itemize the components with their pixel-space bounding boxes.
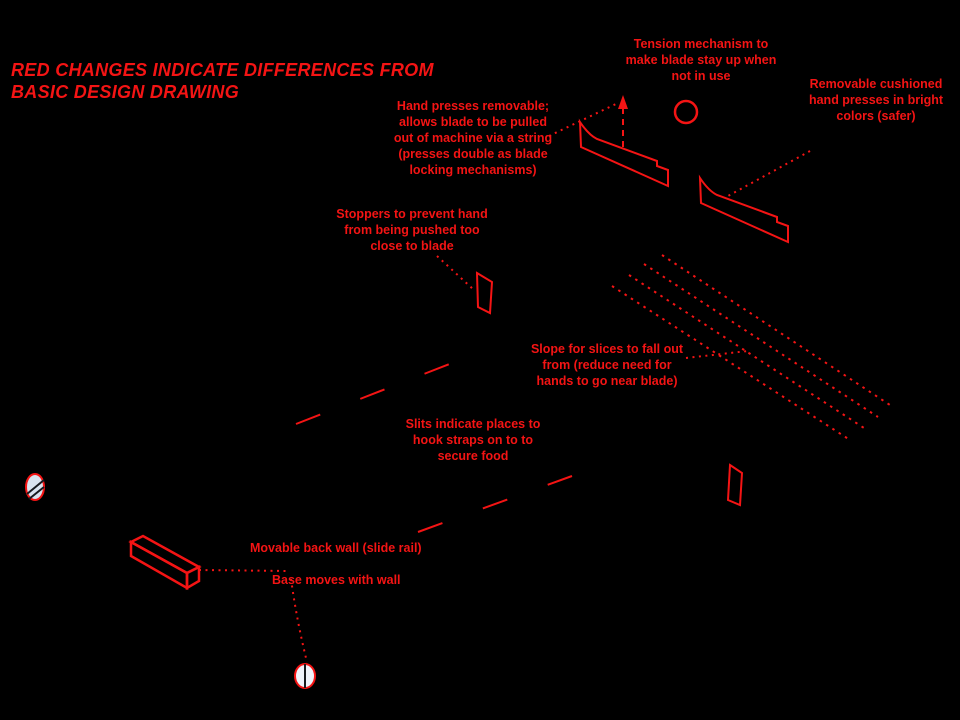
knob-stripe-2 (28, 486, 45, 500)
leader-hand-presses (548, 102, 619, 137)
leader-slope (685, 350, 749, 359)
note-movable-back-wall: Movable back wall (slide rail) (250, 541, 422, 555)
tension-mechanism-ring (673, 99, 699, 125)
knob-stripe-1 (26, 479, 45, 495)
leader-stoppers (436, 255, 475, 291)
leader-removable-presses (727, 150, 811, 197)
arrowhead-up-icon (618, 95, 628, 109)
diagram-title: RED CHANGES INDICATE DIFFERENCES FROM BA… (11, 60, 434, 102)
note-slits-hook-straps: Slits indicate places to hook straps on … (405, 417, 541, 463)
leader-back-wall (198, 569, 290, 572)
note-stoppers: Stoppers to prevent hand from being push… (336, 207, 488, 253)
note-tension-mechanism: Tension mechanism to make blade stay up … (625, 37, 777, 83)
stopper-right-shape (726, 463, 744, 507)
slope-edge-2 (643, 263, 879, 418)
back-wall-bar-top-face (128, 534, 202, 575)
note-removable-cushioned-presses: Removable cushioned hand presses in brig… (808, 77, 944, 123)
back-wall-bar-front-face (129, 539, 189, 591)
hand-press-right-shape (698, 174, 789, 244)
note-base-moves-with-wall: Base moves with wall (272, 573, 401, 587)
leader-base-circle (290, 578, 308, 663)
slit-dashed-line-lower (417, 475, 573, 533)
note-slope-for-slices: Slope for slices to fall out from (reduc… (530, 342, 684, 388)
hand-press-left-shape (578, 118, 669, 188)
back-wall-bar-end-face (185, 564, 201, 591)
slope-edge-3 (628, 274, 865, 429)
slit-dashed-line-upper (295, 362, 453, 425)
stopper-left-shape (475, 271, 494, 315)
note-hand-presses-removable: Hand presses removable; allows blade to … (393, 99, 553, 177)
slope-edge-4 (611, 285, 851, 441)
slope-edge-1 (661, 254, 894, 408)
